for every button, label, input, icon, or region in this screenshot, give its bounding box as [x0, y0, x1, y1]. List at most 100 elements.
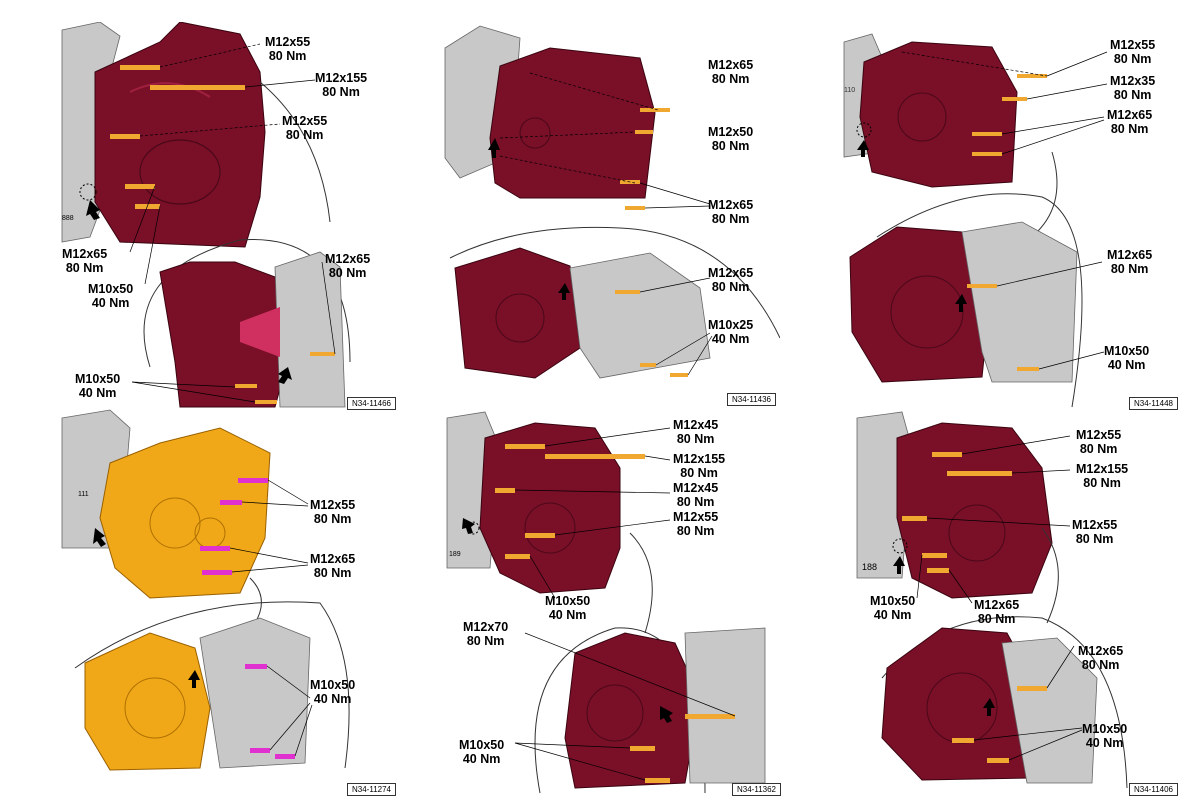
bolt-size: M12x55	[282, 114, 328, 128]
bolt-size: M12x155	[673, 452, 726, 466]
bolt-torque: 80 Nm	[466, 634, 505, 648]
bolt-size: M12x155	[1076, 462, 1129, 476]
part-number: 110	[844, 87, 855, 94]
bolt-torque: 80 Nm	[1110, 122, 1149, 136]
bolt-torque: 80 Nm	[711, 212, 750, 226]
bolt-size: M12x45	[673, 418, 719, 432]
bolt-size: M12x35	[1110, 74, 1156, 88]
bolt-torque: 80 Nm	[1110, 262, 1149, 276]
bolt-size: M12x65	[1107, 248, 1153, 262]
panel-2-illustration	[444, 25, 780, 379]
bolt-torque: 80 Nm	[322, 85, 360, 99]
bolt-torque: 80 Nm	[1075, 532, 1114, 546]
bolt-size: M12x55	[1072, 518, 1118, 532]
bolt-torque: 80 Nm	[313, 566, 352, 580]
bolt-torque: 40 Nm	[1085, 736, 1124, 750]
bolt-torque: 80 Nm	[680, 466, 718, 480]
bolt-size: M12x65	[1078, 644, 1124, 658]
bolt-torque: 40 Nm	[548, 608, 587, 622]
bolt-torque: 80 Nm	[268, 49, 307, 63]
bolt-torque: 40 Nm	[873, 608, 912, 622]
bolt-size: M12x65	[708, 198, 754, 212]
bolt-torque: 80 Nm	[65, 261, 104, 275]
bolt-torque: 80 Nm	[285, 128, 324, 142]
bolt-torque: 80 Nm	[313, 512, 352, 526]
bolt-size: M12x65	[62, 247, 108, 261]
bolt-size: M10x50	[75, 372, 121, 386]
bolt-size: M12x70	[463, 620, 509, 634]
bolt-torque: 80 Nm	[1079, 442, 1118, 456]
panel-6-illustration: 188	[856, 411, 1128, 789]
bolt-size: M12x65	[325, 252, 371, 266]
bolt-size: M12x45	[673, 481, 719, 495]
bolt-torque: 80 Nm	[676, 524, 715, 538]
bolt-torque: 40 Nm	[78, 386, 117, 400]
figure-code: N34-11448	[1129, 397, 1178, 410]
bolt-size: M12x55	[1076, 428, 1122, 442]
bolt-torque: 80 Nm	[1081, 658, 1120, 672]
bolt-torque: 80 Nm	[711, 72, 750, 86]
figure-code: N34-11466	[347, 397, 396, 410]
bolt-size: M12x65	[310, 552, 356, 566]
bolt-torque: 80 Nm	[711, 139, 750, 153]
bolt-torque: 40 Nm	[711, 332, 750, 346]
bolt-size: M10x50	[870, 594, 916, 608]
bolt-size: M10x50	[545, 594, 591, 608]
bolt-size: M12x50	[708, 125, 754, 139]
bolt-size: M12x55	[310, 498, 356, 512]
figure-code: N34-11436	[727, 393, 776, 406]
part-number: 188	[862, 562, 877, 572]
panel-5-illustration: 189	[446, 411, 766, 794]
bolt-size: M10x50	[1082, 722, 1128, 736]
part-number: 189	[449, 551, 461, 558]
bolt-torque: 80 Nm	[1113, 52, 1152, 66]
part-number: 111	[78, 491, 89, 498]
svg-text:888: 888	[62, 215, 74, 222]
bolt-size: M12x55	[1110, 38, 1156, 52]
figure-code: N34-11406	[1129, 783, 1178, 796]
bolt-size: M10x50	[1104, 344, 1150, 358]
figure-code: N34-11274	[347, 783, 396, 796]
bolt-size: M12x55	[265, 35, 311, 49]
bolt-size: M12x65	[708, 58, 754, 72]
bolt-size: M10x50	[459, 738, 505, 752]
bolt-torque: 80 Nm	[1083, 476, 1121, 490]
bolt-torque: 40 Nm	[313, 692, 352, 706]
bolt-torque: 80 Nm	[676, 495, 715, 509]
bolt-torque: 80 Nm	[711, 280, 750, 294]
bolt-size: M12x65	[1107, 108, 1153, 122]
panel-3-illustration: 110	[843, 33, 1108, 408]
panel-1-illustration: 888	[61, 22, 351, 408]
